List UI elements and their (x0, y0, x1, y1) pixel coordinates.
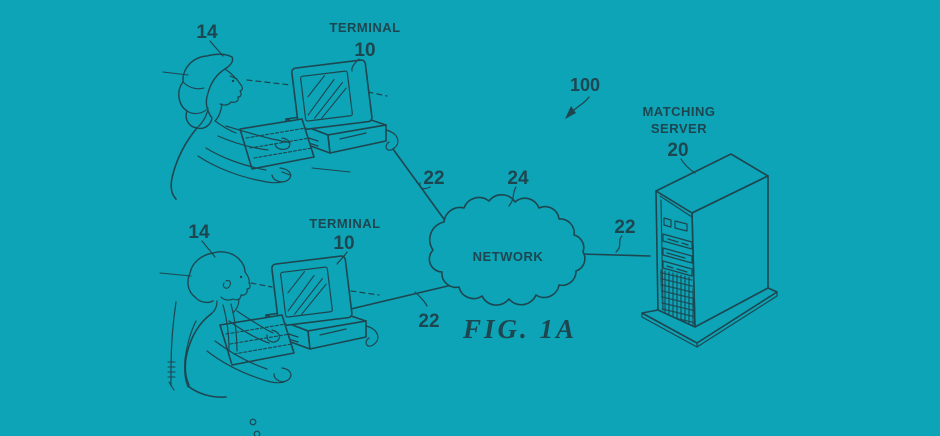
matching-server-tower (641, 153, 778, 348)
labels: 14 TERMINAL 10 14 TERMINAL 10 100 MATCHI… (188, 20, 715, 344)
server-link-ref: 22 (614, 217, 635, 238)
leader-link-top (419, 182, 431, 190)
system-ref: 100 (570, 75, 600, 95)
link-line-terminal-bottom (333, 284, 453, 314)
terminal-top-user (170, 53, 351, 200)
terminal-bottom-user (167, 251, 292, 398)
terminal-top-user-ref: 14 (196, 22, 218, 43)
leader-user-bottom (201, 240, 216, 258)
terminal-top-link-ref: 22 (423, 168, 444, 189)
link-line-server (579, 253, 651, 257)
figure-caption: FIG. 1A (462, 314, 577, 344)
terminal-top-label: TERMINAL (329, 20, 400, 35)
network-label: NETWORK (473, 249, 544, 264)
leader-network-ref (508, 186, 517, 207)
system-ref-arrow (572, 96, 590, 112)
terminal-bottom-label: TERMINAL (309, 216, 380, 231)
leader-terminal-bottom (336, 251, 348, 265)
leader-link-bottom (414, 291, 428, 307)
sight-lines (159, 71, 388, 296)
server-label-line2: SERVER (651, 121, 707, 136)
server-label-line1: MATCHING (642, 104, 715, 119)
network-cloud: NETWORK (428, 194, 586, 306)
server-ref: 20 (667, 140, 688, 161)
terminal-bottom-ref: 10 (333, 233, 354, 254)
network-ref: 24 (507, 168, 529, 189)
leader-link-server (615, 235, 623, 253)
system-ref-arrowhead (565, 106, 576, 119)
terminal-top-ref: 10 (354, 40, 375, 61)
ellipsis-dots (249, 418, 261, 436)
leader-terminal-top (351, 58, 360, 72)
terminal-bottom-user-ref: 14 (188, 222, 210, 243)
terminal-bottom-link-ref: 22 (418, 311, 439, 332)
leader-server (680, 158, 696, 174)
leader-user-top (209, 40, 224, 57)
